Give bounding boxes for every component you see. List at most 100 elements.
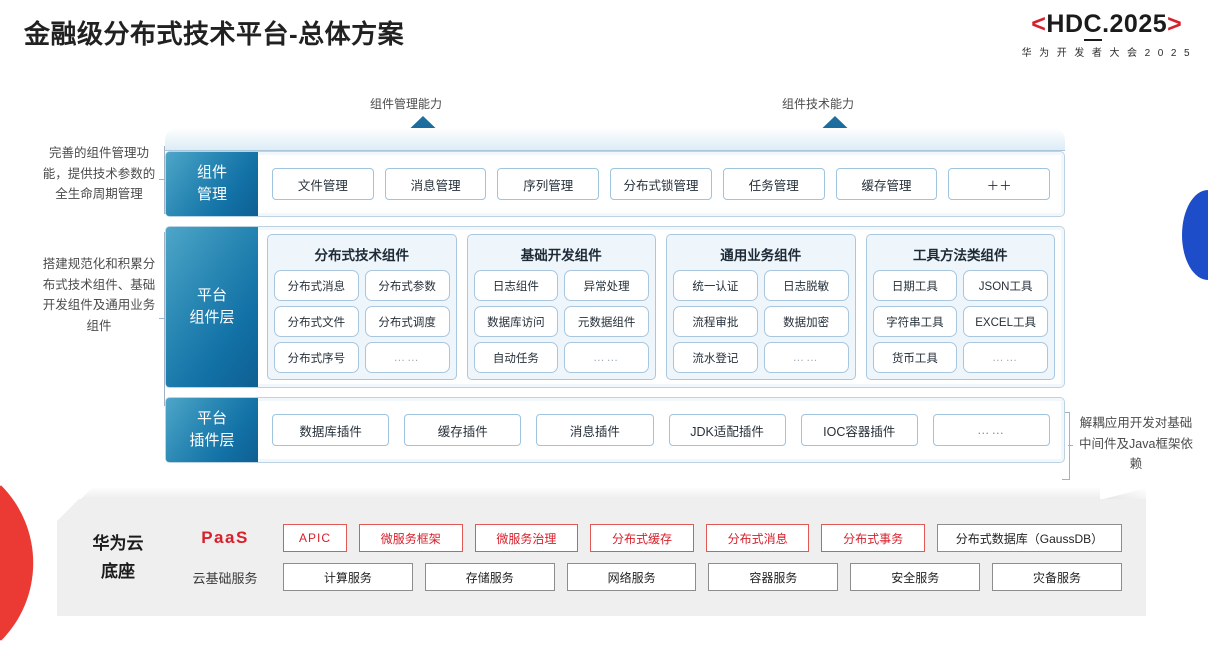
component-cell[interactable]: 数据加密 (763, 306, 849, 337)
component-cell[interactable]: 流程审批 (673, 306, 758, 337)
arrow-caption-right: 组件技术能力 (782, 97, 855, 111)
brace-tick-right (1068, 445, 1073, 446)
plugin-item[interactable]: 缓存插件 (404, 414, 522, 446)
logo-text-hd: HD (1046, 10, 1084, 38)
annotation-left-top: 完善的组件管理功能，提供技术参数的全生命周期管理 (42, 146, 156, 202)
component-cell[interactable]: 分布式文件 (274, 306, 359, 337)
component-management-item[interactable]: 消息管理 (384, 168, 487, 200)
iaas-item[interactable]: 存储服务 (424, 563, 555, 591)
arrow-caption-left: 组件管理能力 (370, 97, 443, 111)
component-group-grid: 日志组件 异常处理 数据库访问 元数据组件 自动任务 …… (473, 270, 649, 373)
hdc-logo: <HDC.2025> 华 为 开 发 者 大 会 2 0 2 5 (1021, 10, 1192, 59)
iaas-item[interactable]: 灾备服务 (992, 563, 1122, 591)
component-cell[interactable]: 字符串工具 (872, 306, 958, 337)
component-groups: 分布式技术组件 分布式消息 分布式参数 分布式文件 分布式调度 分布式序号 ……… (258, 227, 1064, 387)
component-group: 分布式技术组件 分布式消息 分布式参数 分布式文件 分布式调度 分布式序号 …… (267, 234, 457, 380)
component-management-item[interactable]: 任务管理 (722, 168, 825, 200)
component-cell[interactable]: 分布式调度 (364, 306, 450, 337)
architecture-diagram: 组件 管理 文件管理 消息管理 序列管理 分布式锁管理 任务管理 缓存管理 ＋＋… (165, 128, 1065, 463)
component-management-item[interactable]: 文件管理 (272, 168, 374, 200)
component-management-item-more[interactable]: ＋＋ (948, 168, 1051, 200)
cloud-base-label: 华为云 底座 (57, 530, 179, 584)
component-cell[interactable]: 分布式序号 (274, 342, 359, 373)
paas-item[interactable]: APIC (283, 524, 347, 552)
component-cell[interactable]: 分布式参数 (364, 270, 450, 301)
component-cell-more[interactable]: …… (364, 342, 450, 373)
component-group-title: 工具方法类组件 (913, 248, 1008, 263)
iaas-item[interactable]: 计算服务 (283, 563, 413, 591)
logo-text-year: .2025 (1102, 10, 1168, 38)
paas-label: PaaS (201, 528, 249, 547)
component-cell-more[interactable]: …… (564, 342, 649, 373)
component-cell[interactable]: 货币工具 (872, 342, 958, 373)
component-management-item[interactable]: 序列管理 (497, 168, 600, 200)
component-cell[interactable]: 自动任务 (473, 342, 559, 373)
platform-component-layer-label: 平台 组件层 (166, 227, 258, 387)
platform-plugin-layer-label-line1: 平台 (196, 410, 227, 428)
hdc-logo-subtitle: 华 为 开 发 者 大 会 2 0 2 5 (1021, 48, 1192, 59)
paas-item[interactable]: 分布式缓存 (590, 524, 694, 552)
component-cell[interactable]: 分布式消息 (274, 270, 359, 301)
component-group: 基础开发组件 日志组件 异常处理 数据库访问 元数据组件 自动任务 …… (466, 234, 656, 380)
paas-item[interactable]: 分布式消息 (705, 524, 810, 552)
component-management-row: 组件 管理 文件管理 消息管理 序列管理 分布式锁管理 任务管理 缓存管理 ＋＋ (165, 151, 1065, 217)
component-cell[interactable]: 异常处理 (564, 270, 649, 301)
component-group-grid: 统一认证 日志脱敏 流程审批 数据加密 流水登记 …… (673, 270, 849, 373)
component-management-label: 组件 管理 (166, 152, 258, 216)
component-cell[interactable]: 日志脱敏 (763, 270, 849, 301)
paas-items: APIC 微服务框架 微服务治理 分布式缓存 分布式消息 分布式事务 分布式数据… (283, 524, 1122, 552)
logo-text-c: C (1083, 10, 1103, 41)
base-panel-top-bevel (80, 488, 1100, 500)
plugin-item-more[interactable]: …… (932, 414, 1051, 446)
component-cell[interactable]: 元数据组件 (564, 306, 649, 337)
platform-component-layer-label-line2: 组件层 (189, 309, 235, 326)
component-management-items: 文件管理 消息管理 序列管理 分布式锁管理 任务管理 缓存管理 ＋＋ (258, 152, 1064, 216)
iaas-item[interactable]: 网络服务 (566, 563, 697, 591)
hdc-logo-text: <HDC.2025> (1022, 10, 1192, 41)
component-cell[interactable]: 数据库访问 (473, 306, 559, 337)
component-cell-more[interactable]: …… (963, 342, 1048, 373)
iaas-row: 云基础服务 计算服务 存储服务 网络服务 容器服务 安全服务 灾备服务 (179, 563, 1122, 591)
paas-item-database[interactable]: 分布式数据库（GaussDB） (936, 524, 1122, 552)
iaas-items: 计算服务 存储服务 网络服务 容器服务 安全服务 灾备服务 (283, 563, 1122, 591)
cloud-base-label-line1: 华为云 (92, 534, 144, 554)
page-title: 金融级分布式技术平台-总体方案 (24, 19, 405, 49)
cloud-base-panel: 华为云 底座 PaaS APIC 微服务框架 微服务治理 分布式缓存 分布式消息… (57, 499, 1146, 616)
component-cell[interactable]: 日志组件 (473, 270, 559, 301)
platform-component-layer-label-line1: 平台 (196, 287, 227, 305)
annotation-right: 解耦应用开发对基础中间件及Java框架依赖 (1079, 416, 1193, 472)
component-management-label-line1: 组件 (196, 164, 227, 182)
platform-component-layer-row: 平台 组件层 分布式技术组件 分布式消息 分布式参数 分布式文件 分布式调度 分… (165, 226, 1065, 388)
component-cell[interactable]: 日期工具 (872, 270, 958, 301)
base-panel-right-bevel (1100, 488, 1146, 500)
component-management-label-line2: 管理 (196, 186, 227, 203)
plugin-item[interactable]: IOC容器插件 (800, 414, 918, 446)
paas-item[interactable]: 微服务框架 (359, 524, 463, 552)
component-group-grid: 日期工具 JSON工具 字符串工具 EXCEL工具 货币工具 …… (872, 270, 1048, 373)
brace-right (1062, 412, 1070, 480)
component-management-item[interactable]: 缓存管理 (835, 168, 938, 200)
component-cell-more[interactable]: …… (763, 342, 849, 373)
component-cell[interactable]: 统一认证 (673, 270, 758, 301)
plugin-item[interactable]: 数据库插件 (272, 414, 390, 446)
platform-plugin-layer-label: 平台 插件层 (166, 398, 258, 462)
plugin-item[interactable]: JDK适配插件 (668, 414, 786, 446)
plugin-item[interactable]: 消息插件 (536, 414, 654, 446)
iaas-item[interactable]: 安全服务 (850, 563, 981, 591)
component-cell[interactable]: EXCEL工具 (963, 306, 1048, 337)
iaas-label: 云基础服务 (192, 570, 258, 586)
iaas-item[interactable]: 容器服务 (708, 563, 839, 591)
angle-bracket-left-icon: < (1031, 10, 1047, 38)
brace-tick-left-bottom (159, 318, 164, 319)
brace-tick-left-top (159, 179, 164, 180)
angle-bracket-right-icon: > (1167, 10, 1183, 38)
component-cell[interactable]: JSON工具 (963, 270, 1048, 301)
top-gradient-band (165, 128, 1065, 151)
blue-circle-decoration (1182, 190, 1208, 280)
component-group: 通用业务组件 统一认证 日志脱敏 流程审批 数据加密 流水登记 …… (666, 234, 856, 380)
paas-item[interactable]: 分布式事务 (821, 524, 925, 552)
component-cell[interactable]: 流水登记 (673, 342, 758, 373)
component-management-item[interactable]: 分布式锁管理 (610, 168, 712, 200)
paas-item[interactable]: 微服务治理 (474, 524, 579, 552)
